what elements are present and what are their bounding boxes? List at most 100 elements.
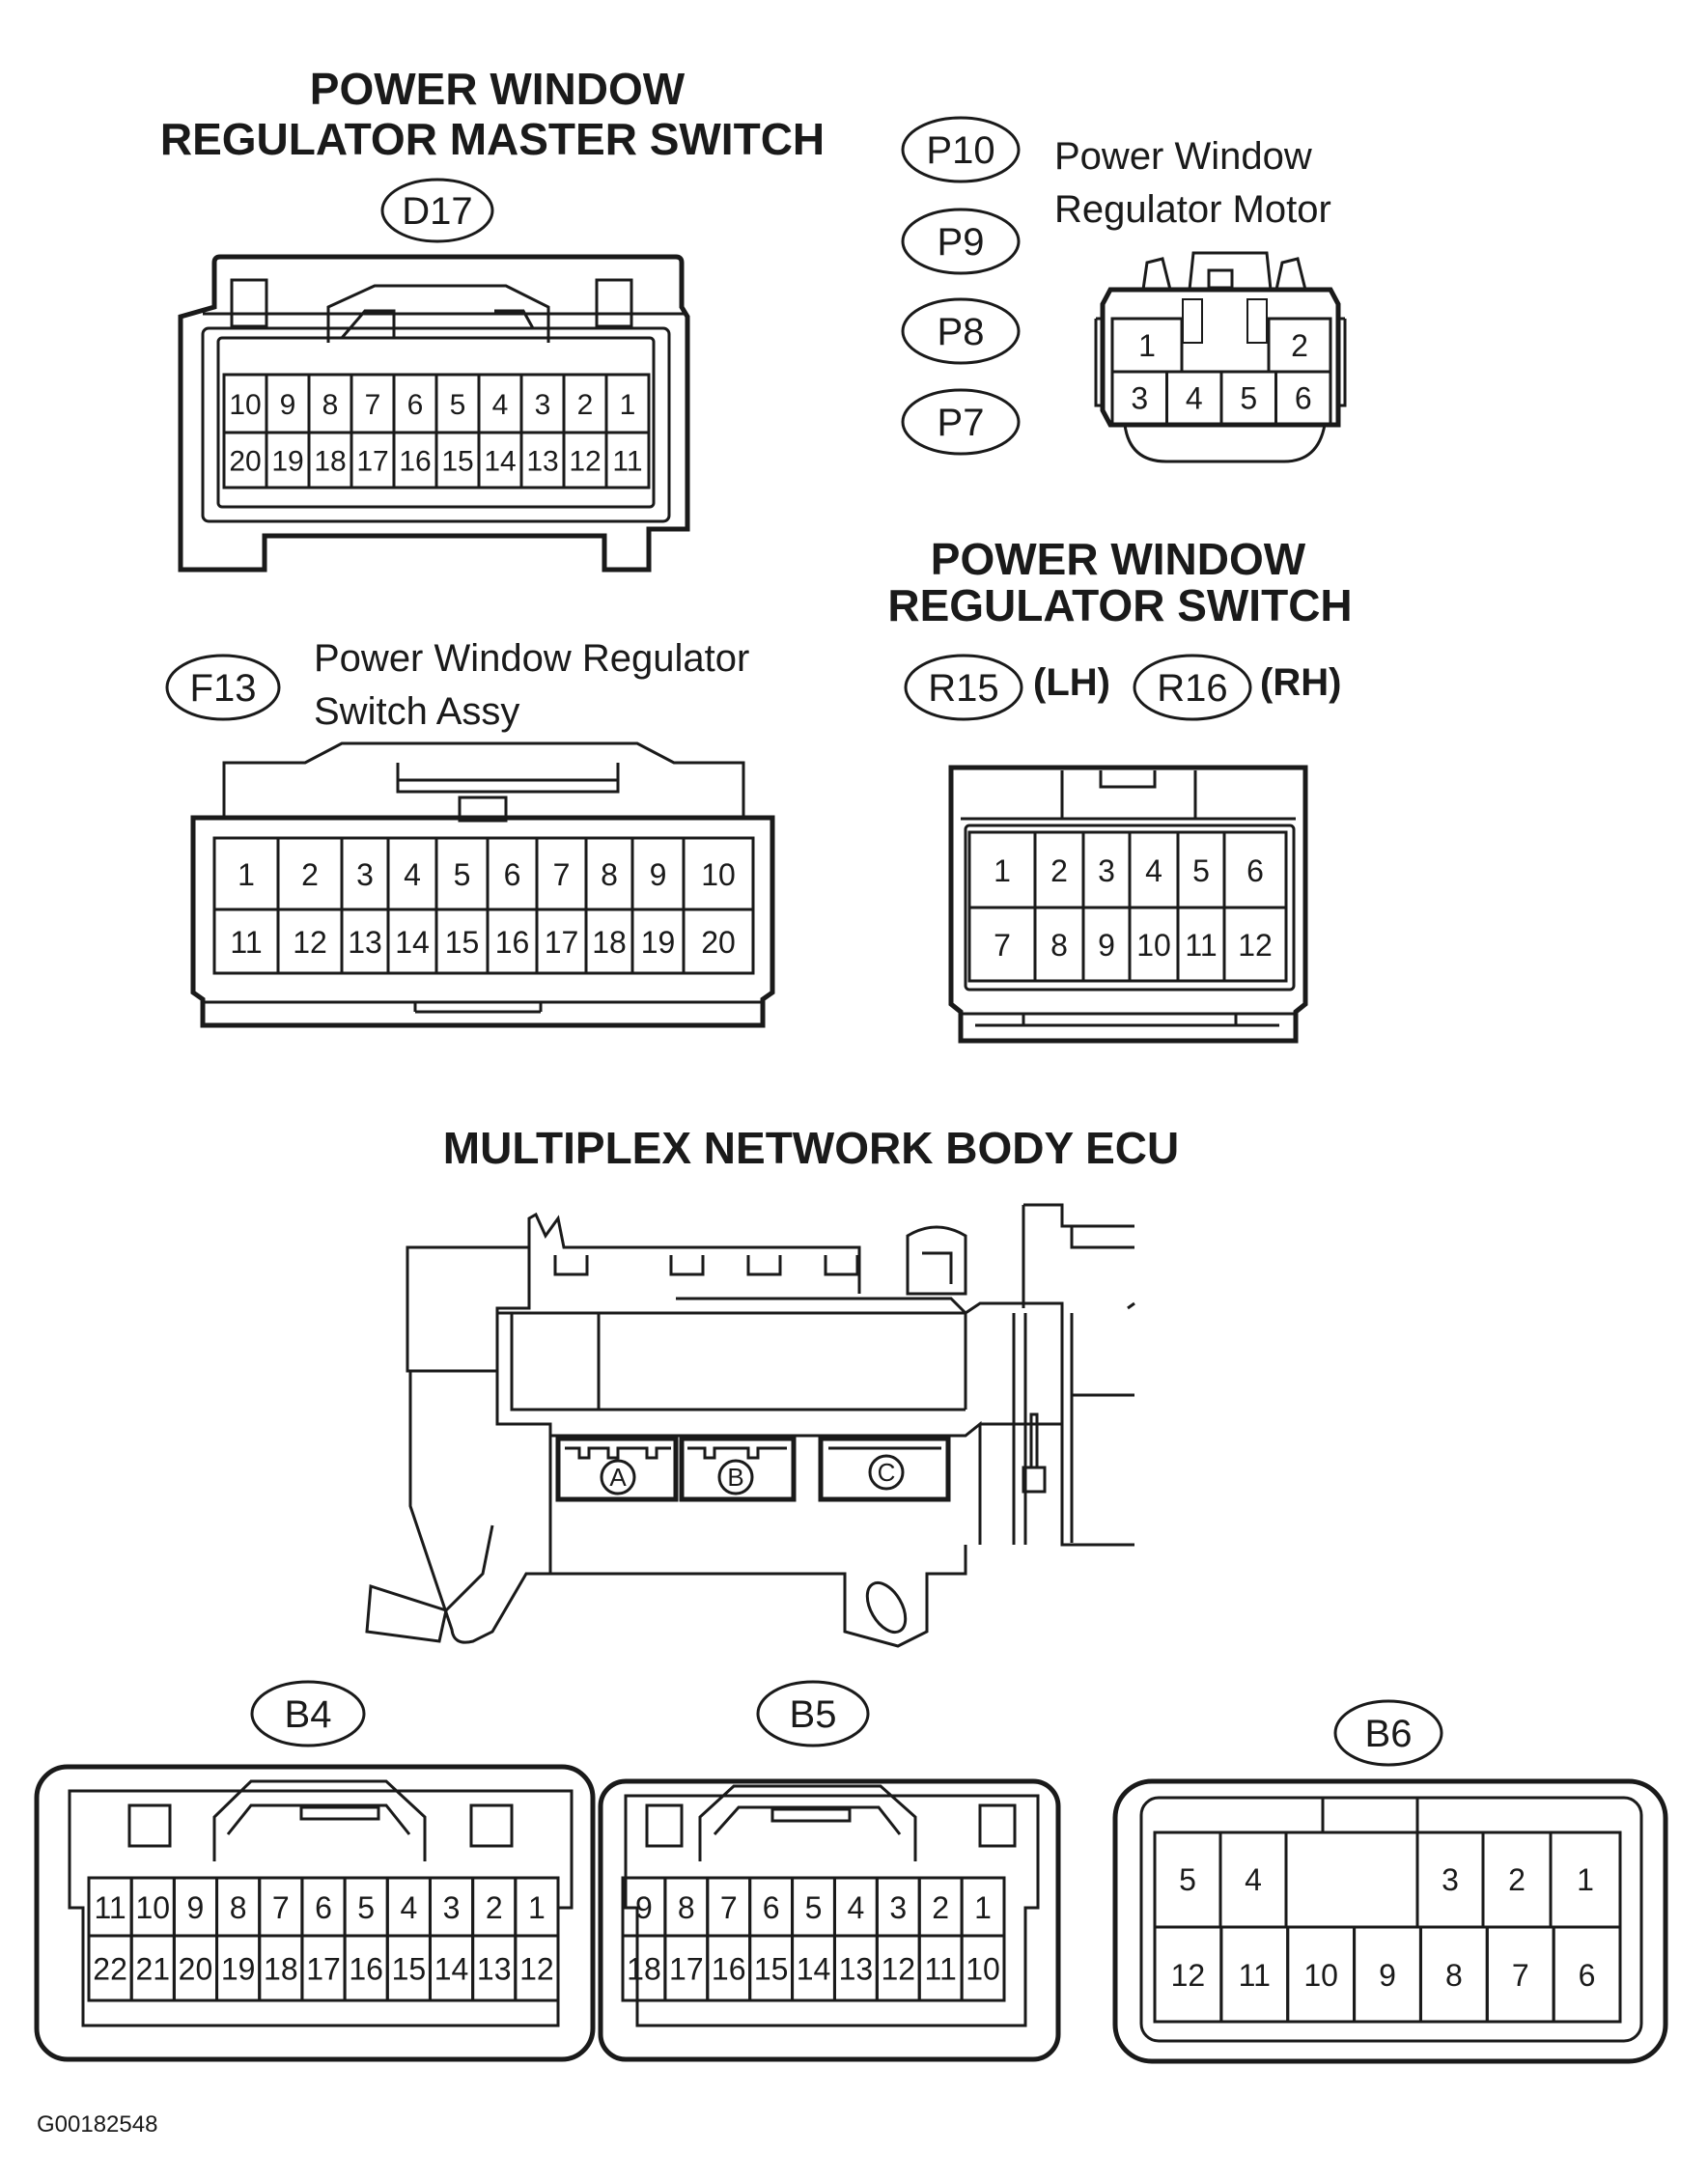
f13-pin-20: 20 bbox=[701, 925, 736, 960]
motor-pin-3: 3 bbox=[1131, 381, 1148, 416]
connector-tag-p10: P10 bbox=[901, 116, 1021, 183]
b6-pin-10: 10 bbox=[1303, 1958, 1338, 1993]
b5-pin-cell-10 bbox=[960, 1934, 1006, 2002]
d17-pin-3: 3 bbox=[535, 389, 551, 421]
connector-tag-f13: F13 bbox=[165, 654, 281, 721]
b6-pin-11: 11 bbox=[1239, 1958, 1271, 1993]
f13-pin-11: 11 bbox=[230, 925, 262, 960]
b6-pin-9: 9 bbox=[1379, 1958, 1396, 1993]
motor-pin-cell-6 bbox=[1274, 370, 1332, 427]
ecu-port-a: A bbox=[555, 1436, 679, 1502]
f13-pin-10: 10 bbox=[701, 857, 736, 892]
b4-pin-4: 4 bbox=[400, 1890, 417, 1925]
d17-pin-18: 18 bbox=[314, 446, 346, 478]
ecu-port-c-text: C bbox=[878, 1458, 896, 1487]
connector-tag-b6-text: B6 bbox=[1365, 1713, 1413, 1755]
b4-pin-14: 14 bbox=[434, 1952, 469, 1987]
b4-pin-17: 17 bbox=[306, 1952, 341, 1987]
d17-pin-9: 9 bbox=[280, 389, 296, 421]
f13-pin-8: 8 bbox=[601, 857, 618, 892]
ecu-port-a-text: A bbox=[609, 1463, 627, 1492]
b4-pin-15: 15 bbox=[392, 1952, 427, 1987]
b5-pin-11: 11 bbox=[925, 1952, 957, 1987]
r-pin-5: 5 bbox=[1192, 853, 1210, 888]
connector-tag-b6: B6 bbox=[1333, 1699, 1443, 1767]
d17-pin-15: 15 bbox=[441, 446, 473, 478]
b6-pin-4: 4 bbox=[1245, 1862, 1262, 1897]
motor-pin-1: 1 bbox=[1138, 328, 1156, 363]
f13-pin-13: 13 bbox=[348, 925, 382, 960]
r-pin-6: 6 bbox=[1246, 853, 1264, 888]
b6-pin-2: 2 bbox=[1508, 1862, 1526, 1897]
b6-pin-3: 3 bbox=[1442, 1862, 1459, 1897]
connector-tag-p10-text: P10 bbox=[926, 129, 994, 172]
connector-tag-r15: R15 bbox=[904, 654, 1023, 721]
r-pin-7: 7 bbox=[994, 928, 1011, 963]
f13-pin-17: 17 bbox=[545, 925, 579, 960]
connector-tag-p8: P8 bbox=[901, 297, 1021, 365]
d17-pin-6: 6 bbox=[407, 389, 424, 421]
d17-pin-17: 17 bbox=[356, 446, 388, 478]
regulator-switch-title-line1: POWER WINDOW bbox=[931, 534, 1306, 584]
d17-pin-5: 5 bbox=[450, 389, 466, 421]
b6-pin-8: 8 bbox=[1445, 1958, 1463, 1993]
b6-pin-7: 7 bbox=[1512, 1958, 1529, 1993]
b4-pin-20: 20 bbox=[179, 1952, 213, 1987]
connector-tag-b5-text: B5 bbox=[790, 1693, 837, 1736]
regulator-switch-title-line2: REGULATOR SWITCH bbox=[887, 580, 1352, 630]
b4-pin-2: 2 bbox=[486, 1890, 503, 1925]
f13-pin-18: 18 bbox=[592, 925, 627, 960]
motor-label-line2: Regulator Motor bbox=[1054, 188, 1331, 231]
motor-label-line1: Power Window bbox=[1054, 135, 1312, 178]
ecu-port-b-text: B bbox=[727, 1463, 743, 1492]
r-pin-12: 12 bbox=[1238, 928, 1273, 963]
connector-tag-r16: R16 bbox=[1133, 654, 1252, 721]
connector-tag-p9-text: P9 bbox=[938, 221, 985, 264]
connector-tag-p8-text: P8 bbox=[938, 311, 985, 353]
f13-pin-15: 15 bbox=[445, 925, 480, 960]
b5-pin-6: 6 bbox=[763, 1890, 780, 1925]
d17-pin-8: 8 bbox=[322, 389, 339, 421]
lh-label: (LH) bbox=[1033, 661, 1110, 704]
d17-pin-7: 7 bbox=[365, 389, 381, 421]
connector-tag-p7: P7 bbox=[901, 388, 1021, 456]
b4-pin-10: 10 bbox=[135, 1890, 170, 1925]
b5-pin-17: 17 bbox=[669, 1952, 704, 1987]
b4-pin-19: 19 bbox=[221, 1952, 256, 1987]
b6-pin-5: 5 bbox=[1179, 1862, 1196, 1897]
b5-pin-1: 1 bbox=[974, 1890, 992, 1925]
d17-pin-11: 11 bbox=[612, 446, 642, 478]
b5-pin-14: 14 bbox=[797, 1952, 831, 1987]
b6-pin-12: 12 bbox=[1171, 1958, 1206, 1993]
d17-pin-12: 12 bbox=[569, 446, 601, 478]
master-switch-title-line2: REGULATOR MASTER SWITCH bbox=[160, 114, 825, 164]
rh-label: (RH) bbox=[1260, 661, 1341, 704]
b5-pin-12: 12 bbox=[881, 1952, 915, 1987]
master-switch-title-line1: POWER WINDOW bbox=[310, 64, 686, 114]
b6-pin-cell-6 bbox=[1552, 1925, 1622, 2024]
d17-pin-10: 10 bbox=[229, 389, 261, 421]
motor-pin-4: 4 bbox=[1186, 381, 1203, 416]
b4-pin-6: 6 bbox=[315, 1890, 332, 1925]
b4-pin-13: 13 bbox=[477, 1952, 512, 1987]
connector-tag-r15-text: R15 bbox=[928, 667, 998, 710]
r-pin-cell-12 bbox=[1222, 906, 1288, 983]
b4-pin-cell-12 bbox=[514, 1934, 560, 2002]
b4-pin-5: 5 bbox=[357, 1890, 375, 1925]
r-pin-2: 2 bbox=[1050, 853, 1068, 888]
d17-pin-14: 14 bbox=[484, 446, 516, 478]
connector-tag-f13-text: F13 bbox=[190, 667, 257, 710]
f13-pin-4: 4 bbox=[404, 857, 421, 892]
d17-pin-1: 1 bbox=[620, 389, 636, 421]
b5-pin-5: 5 bbox=[805, 1890, 823, 1925]
d17-pin-13: 13 bbox=[526, 446, 558, 478]
b4-pin-16: 16 bbox=[349, 1952, 383, 1987]
